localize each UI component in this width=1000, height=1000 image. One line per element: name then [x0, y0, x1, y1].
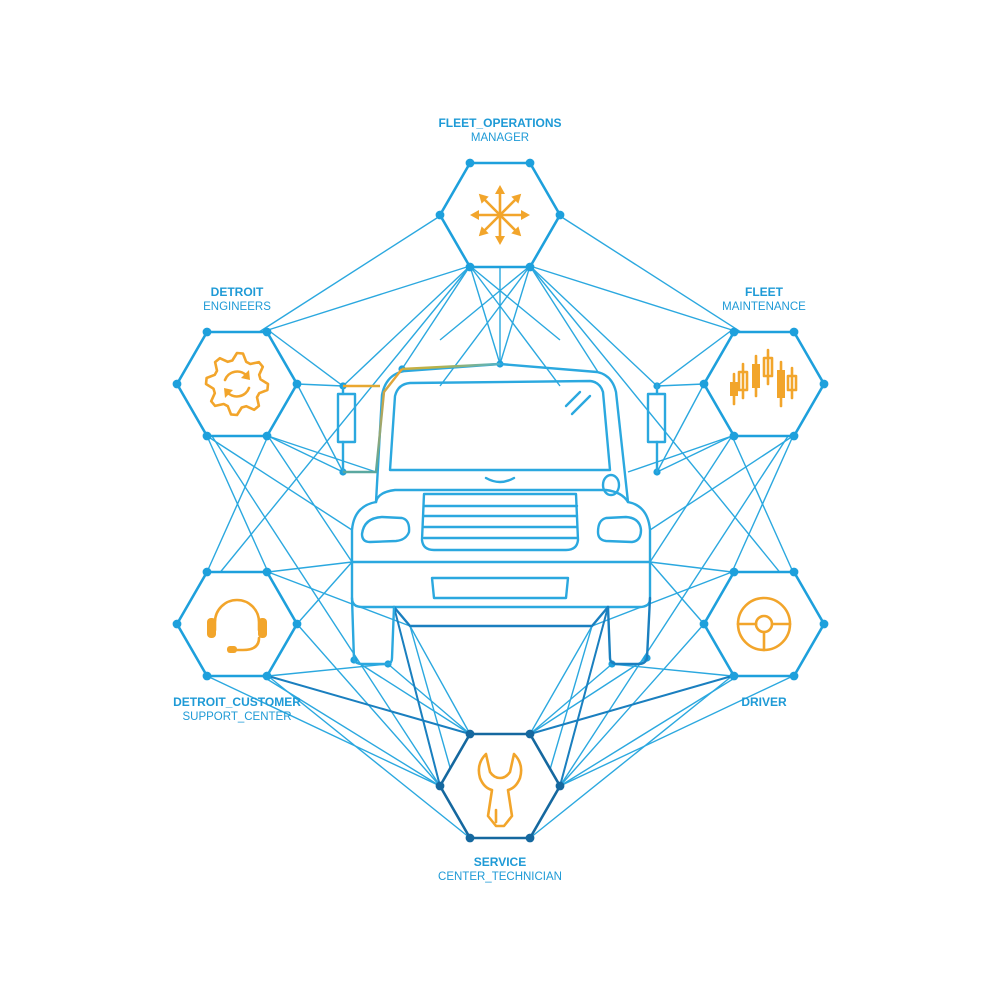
node-title-service-center-technician: SERVICE	[474, 855, 526, 869]
node-subtitle-fleet-operations-manager: MANAGER	[471, 132, 529, 144]
node-title-detroit-customer-support-center: DETROIT_CUSTOMER	[173, 695, 301, 709]
hexagon-vertex-dot	[465, 158, 475, 168]
node-driver	[699, 567, 829, 681]
node-subtitle-detroit-customer-support-center: SUPPORT_CENTER	[182, 711, 291, 723]
hexagon-vertex-dot	[525, 158, 535, 168]
hexagon-vertex-dot	[202, 671, 212, 681]
node-title-fleet-maintenance: FLEET	[745, 285, 784, 299]
hexagon-vertex-dot	[819, 619, 829, 629]
network-connections	[177, 215, 823, 839]
hexagon-vertex-dot	[292, 619, 302, 629]
node-subtitle-fleet-maintenance: MAINTENANCE	[722, 301, 806, 313]
hexagon-vertex-dot	[525, 262, 535, 272]
hexagon-vertex-dot	[202, 431, 212, 441]
node-detroit-engineers	[172, 327, 302, 441]
hexagon-vertex-dot	[789, 327, 799, 337]
hexagon-vertex-dot	[789, 671, 799, 681]
hexagon-vertex-dot	[789, 567, 799, 577]
hexagon-vertex-dot	[202, 567, 212, 577]
hexagon-vertex-dot	[819, 379, 829, 389]
hexagon-vertex-dot	[465, 833, 475, 843]
node-subtitle-detroit-engineers: ENGINEERS	[203, 301, 271, 313]
steering-wheel-icon	[736, 596, 792, 652]
hexagon-frame	[702, 330, 826, 438]
node-title-driver: DRIVER	[741, 695, 787, 709]
hexagon-vertex-dot	[729, 431, 739, 441]
hexagon-vertex-dot	[202, 327, 212, 337]
hexagon-vertex-dot	[172, 619, 182, 629]
hexagon-vertex-dot	[435, 781, 445, 791]
candlestick-chart-icon	[730, 348, 798, 408]
hexagon-vertex-dot	[729, 671, 739, 681]
hexagon-vertex-dot	[465, 262, 475, 272]
truck-front-icon	[336, 362, 667, 666]
headset-icon	[207, 598, 267, 653]
node-subtitle-service-center-technician: CENTER_TECHNICIAN	[438, 871, 562, 883]
hexagon-vertex-dot	[525, 729, 535, 739]
node-title-detroit-engineers: DETROIT	[211, 285, 264, 299]
hexagon-vertex-dot	[292, 379, 302, 389]
gear-refresh-icon	[204, 351, 270, 417]
hexagon-vertex-dot	[465, 729, 475, 739]
node-service-center-technician	[435, 729, 565, 843]
node-detroit-customer-support-center	[172, 567, 302, 681]
hexagon-vertex-dot	[262, 431, 272, 441]
hexagon-vertex-dot	[699, 379, 709, 389]
hexagon-vertex-dot	[435, 210, 445, 220]
hexagon-frame	[702, 570, 826, 678]
directions-arrows-icon	[470, 185, 530, 245]
hexagon-frame	[438, 732, 562, 840]
hexagon-vertex-dot	[525, 833, 535, 843]
hexagon-vertex-dot	[789, 431, 799, 441]
hexagon-vertex-dot	[729, 567, 739, 577]
hexagon-vertex-dot	[555, 781, 565, 791]
hexagon-vertex-dot	[262, 671, 272, 681]
hexagon-frame	[175, 330, 299, 438]
hexagon-vertex-dot	[262, 567, 272, 577]
node-fleet-maintenance	[699, 327, 829, 441]
hexagon-vertex-dot	[699, 619, 709, 629]
hexagon-vertex-dot	[555, 210, 565, 220]
hexagon-vertex-dot	[729, 327, 739, 337]
node-fleet-operations-manager	[435, 158, 565, 272]
node-title-fleet-operations-manager: FLEET_OPERATIONS	[438, 116, 561, 130]
hexagon-vertex-dot	[172, 379, 182, 389]
hexagon-vertex-dot	[262, 327, 272, 337]
hexagon-frame	[175, 570, 299, 678]
wrench-icon	[477, 752, 523, 828]
